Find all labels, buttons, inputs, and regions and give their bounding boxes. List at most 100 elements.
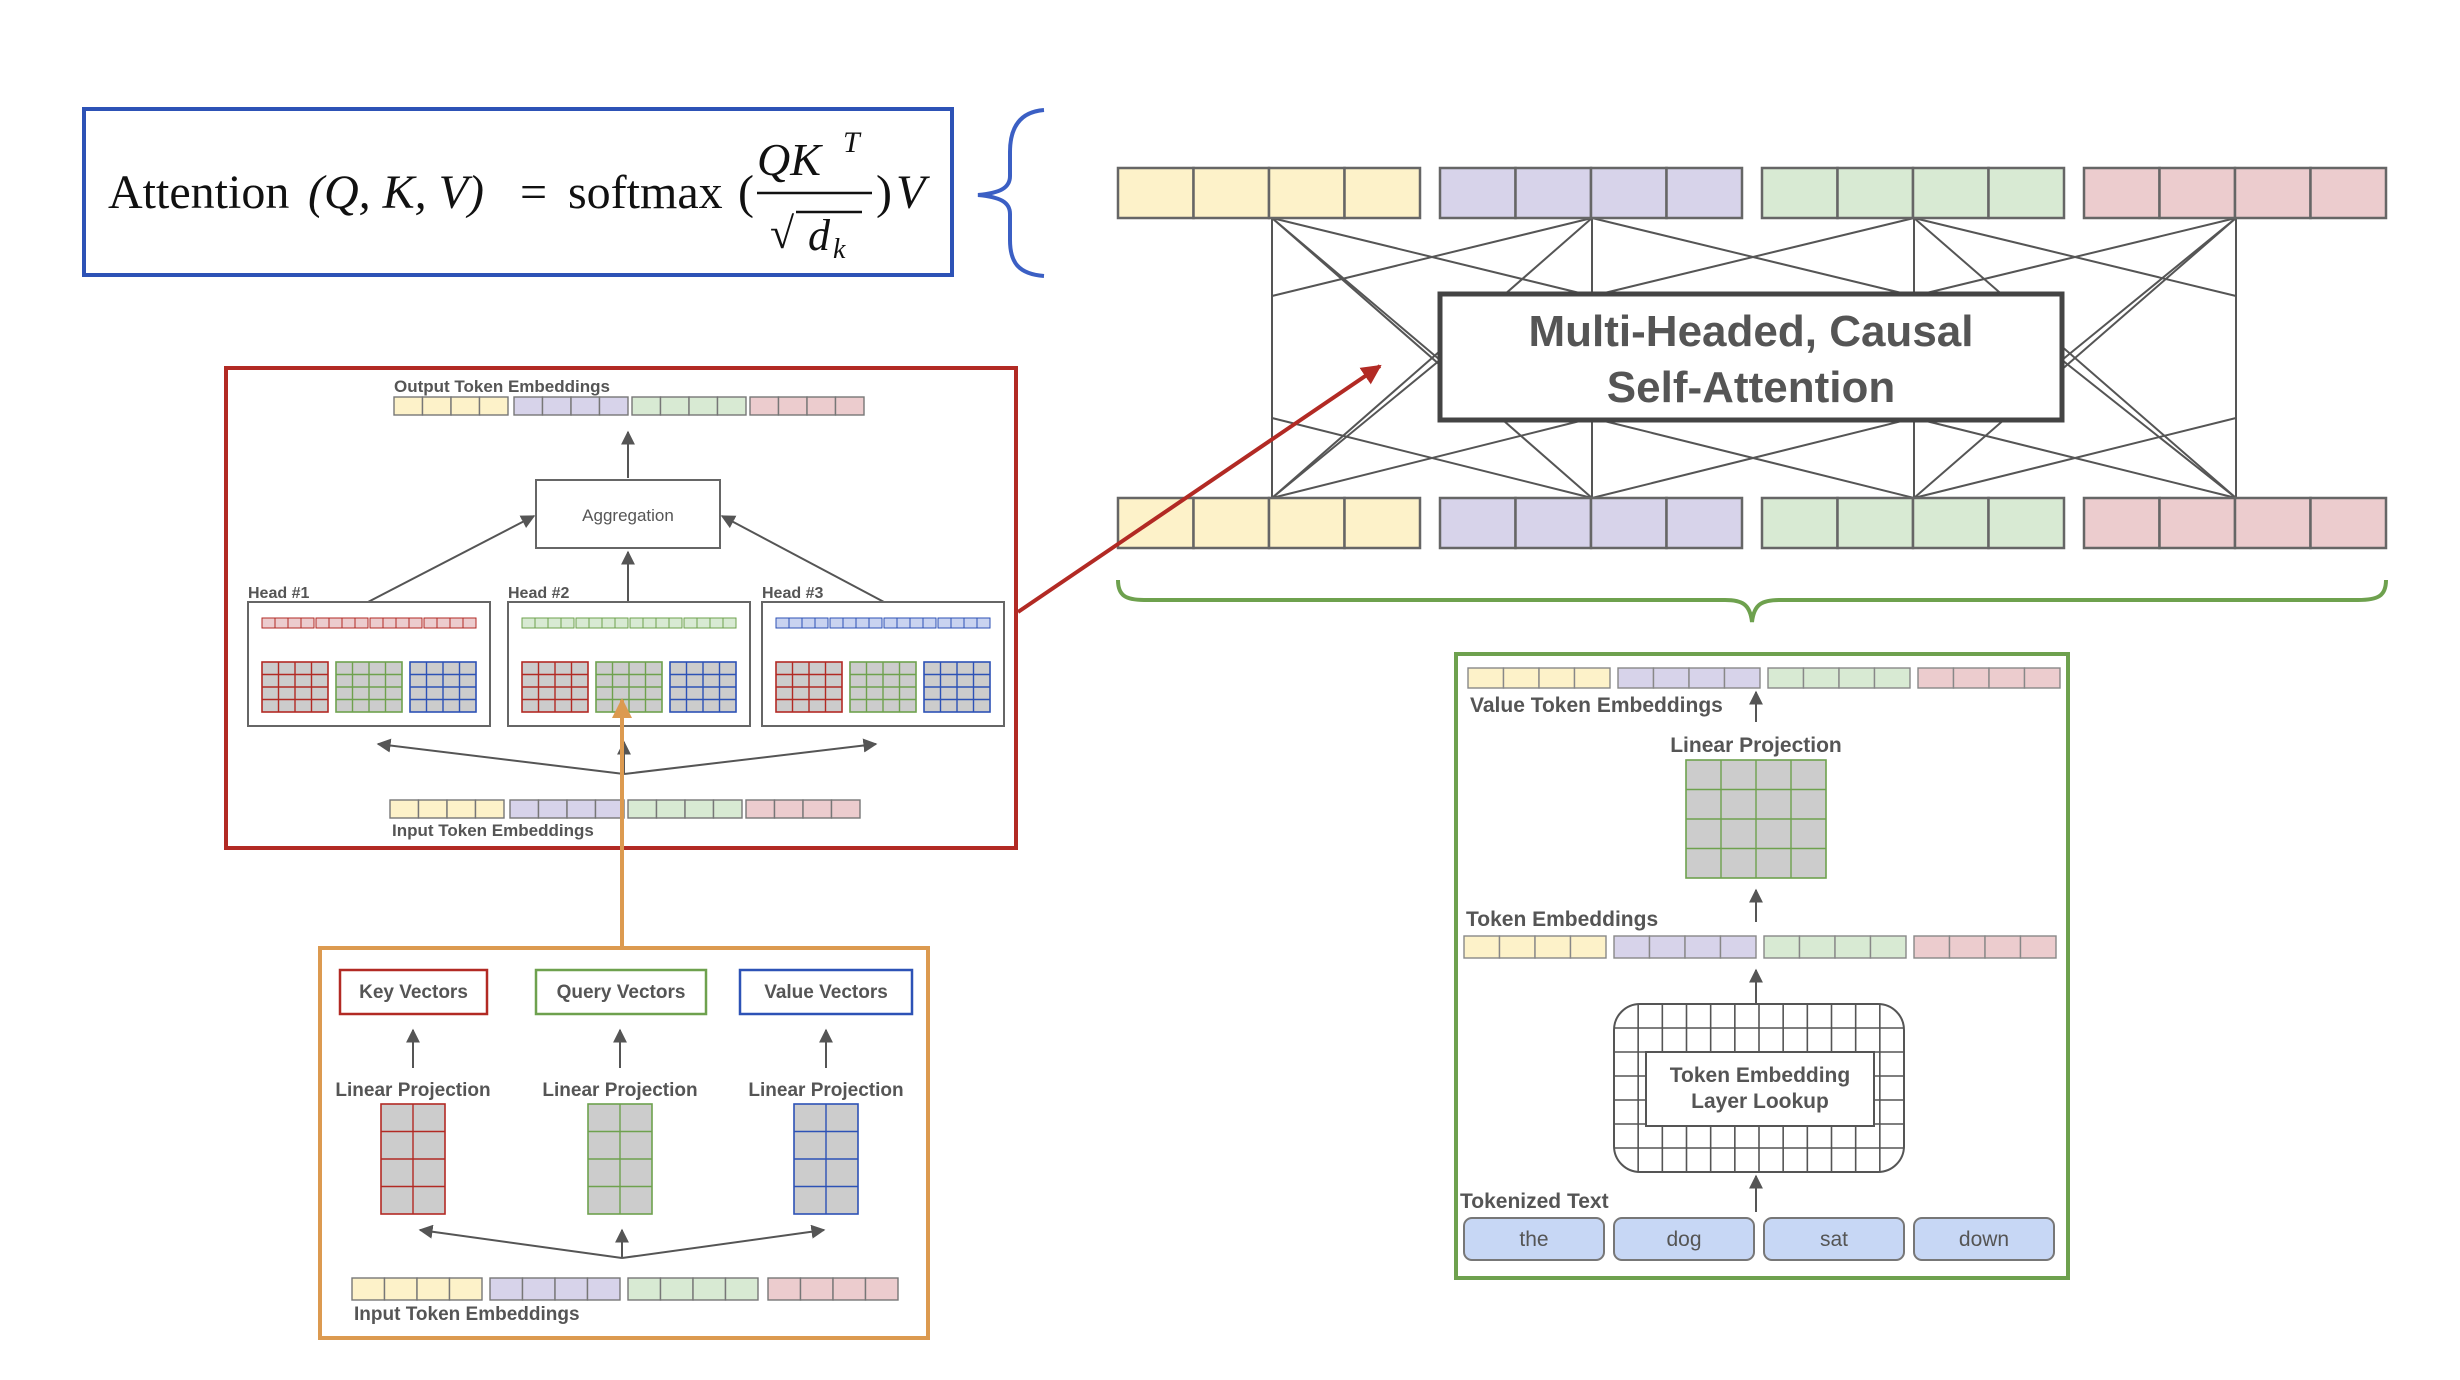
- vector-cell: [450, 396, 481, 416]
- token-pill-box: [1463, 1217, 1605, 1261]
- attention-wire: [1271, 217, 1593, 499]
- vector-cell: [1343, 166, 1422, 220]
- head-matrix: [849, 661, 917, 713]
- vector-cell: [712, 799, 743, 819]
- vector-cell: [416, 1277, 451, 1301]
- vector-cell: [436, 617, 451, 629]
- head-vector: [261, 617, 315, 629]
- head-vector: [937, 617, 991, 629]
- vector-cell: [1948, 935, 1986, 959]
- vector-cell: [328, 617, 343, 629]
- attention-input-vector: [2082, 496, 2388, 550]
- attention-title-line2: Self-Attention: [1607, 363, 1895, 412]
- head-matrix: [335, 661, 403, 713]
- vector-cell: [829, 617, 844, 629]
- vector-cell: [788, 617, 803, 629]
- vector-cell: [1760, 166, 1839, 220]
- vector-cell: [1763, 935, 1801, 959]
- vector-cell: [1767, 667, 1805, 689]
- formula-open-paren: (: [738, 166, 754, 219]
- head-matrix: [923, 661, 991, 713]
- vector-cell: [423, 617, 438, 629]
- vector-cell: [1613, 935, 1651, 959]
- vector-cell: [351, 1277, 386, 1301]
- vector-cell: [537, 799, 568, 819]
- vector-cell: [513, 396, 544, 416]
- vector-cell: [1463, 935, 1501, 959]
- vector-cell: [274, 617, 289, 629]
- vector-cell: [722, 617, 737, 629]
- qkv-input-vector: [627, 1277, 759, 1301]
- vector-cell: [1192, 496, 1271, 550]
- vector-cell: [1684, 935, 1722, 959]
- value-embedding-vector: [1767, 667, 1911, 689]
- vector-cell: [547, 617, 562, 629]
- token-pill-box: [1613, 1217, 1755, 1261]
- lookup-label-line2: Layer Lookup: [1691, 1090, 1829, 1113]
- projection-matrix: [793, 1103, 859, 1215]
- token-pill-label: dog: [1666, 1228, 1701, 1251]
- head-vector: [829, 617, 883, 629]
- head-vector: [575, 617, 629, 629]
- vector-cell: [1987, 496, 2066, 550]
- vector-cell: [1665, 166, 1744, 220]
- vector-cell: [659, 1277, 694, 1301]
- vector-cell: [1267, 166, 1346, 220]
- head-label: Head #2: [508, 585, 569, 602]
- vector-cell: [868, 617, 883, 629]
- token-embedding-vector: [1913, 935, 2057, 959]
- token-pill-box: [1763, 1217, 1905, 1261]
- vector-cell: [601, 617, 616, 629]
- head-vector: [423, 617, 477, 629]
- vector-cell: [1838, 667, 1876, 689]
- vector-cell: [586, 1277, 621, 1301]
- vector-cell: [1913, 935, 1951, 959]
- input-to-value-arrow: [621, 1224, 826, 1259]
- vector-cell: [2082, 166, 2161, 220]
- attention-wire: [1271, 359, 1441, 499]
- formula-sqrt: √: [770, 209, 795, 258]
- vector-cell: [534, 617, 549, 629]
- vector-cell: [521, 617, 536, 629]
- attention-output-vector: [1760, 166, 2066, 220]
- attention-wire: [1913, 217, 2237, 297]
- qkv-input-vector: [767, 1277, 899, 1301]
- vector-cell: [1467, 667, 1505, 689]
- vector-cell: [950, 617, 965, 629]
- attention-output-vector: [2082, 166, 2388, 220]
- linear-projection-label: Linear Projection: [748, 1080, 903, 1101]
- vector-cell: [369, 617, 384, 629]
- attention-output-vector: [1438, 166, 1744, 220]
- head-vector: [521, 617, 575, 629]
- vector-cell: [2019, 935, 2057, 959]
- vector-cell: [2309, 166, 2388, 220]
- vector-cell: [462, 617, 477, 629]
- vector-cell: [696, 617, 711, 629]
- vector-cell: [594, 799, 625, 819]
- query-vectors-label: Query Vectors: [557, 982, 686, 1003]
- vector-cell: [588, 617, 603, 629]
- vector-cell: [1343, 496, 1422, 550]
- multihead-output-vector: [513, 396, 629, 416]
- vector-cell: [830, 799, 861, 819]
- vector-cell: [864, 1277, 899, 1301]
- vector-cell: [554, 1277, 589, 1301]
- input-to-key-arrow: [418, 1224, 623, 1259]
- token-pill-box: [1913, 1217, 2055, 1261]
- value-embedding-vector: [1917, 667, 2061, 689]
- vector-cell: [629, 617, 644, 629]
- value-vectors-label: Value Vectors: [764, 982, 888, 1003]
- vector-cell: [2158, 496, 2237, 550]
- attention-wire: [1913, 417, 2237, 499]
- vector-cell: [570, 396, 601, 416]
- vector-cell: [1648, 935, 1686, 959]
- attention-wire: [2061, 359, 2237, 499]
- head-vector: [369, 617, 423, 629]
- vector-cell: [393, 396, 424, 416]
- vector-cell: [668, 617, 683, 629]
- vector-cell: [541, 396, 572, 416]
- vector-cell: [2082, 496, 2161, 550]
- attention-input-vector: [1760, 496, 2066, 550]
